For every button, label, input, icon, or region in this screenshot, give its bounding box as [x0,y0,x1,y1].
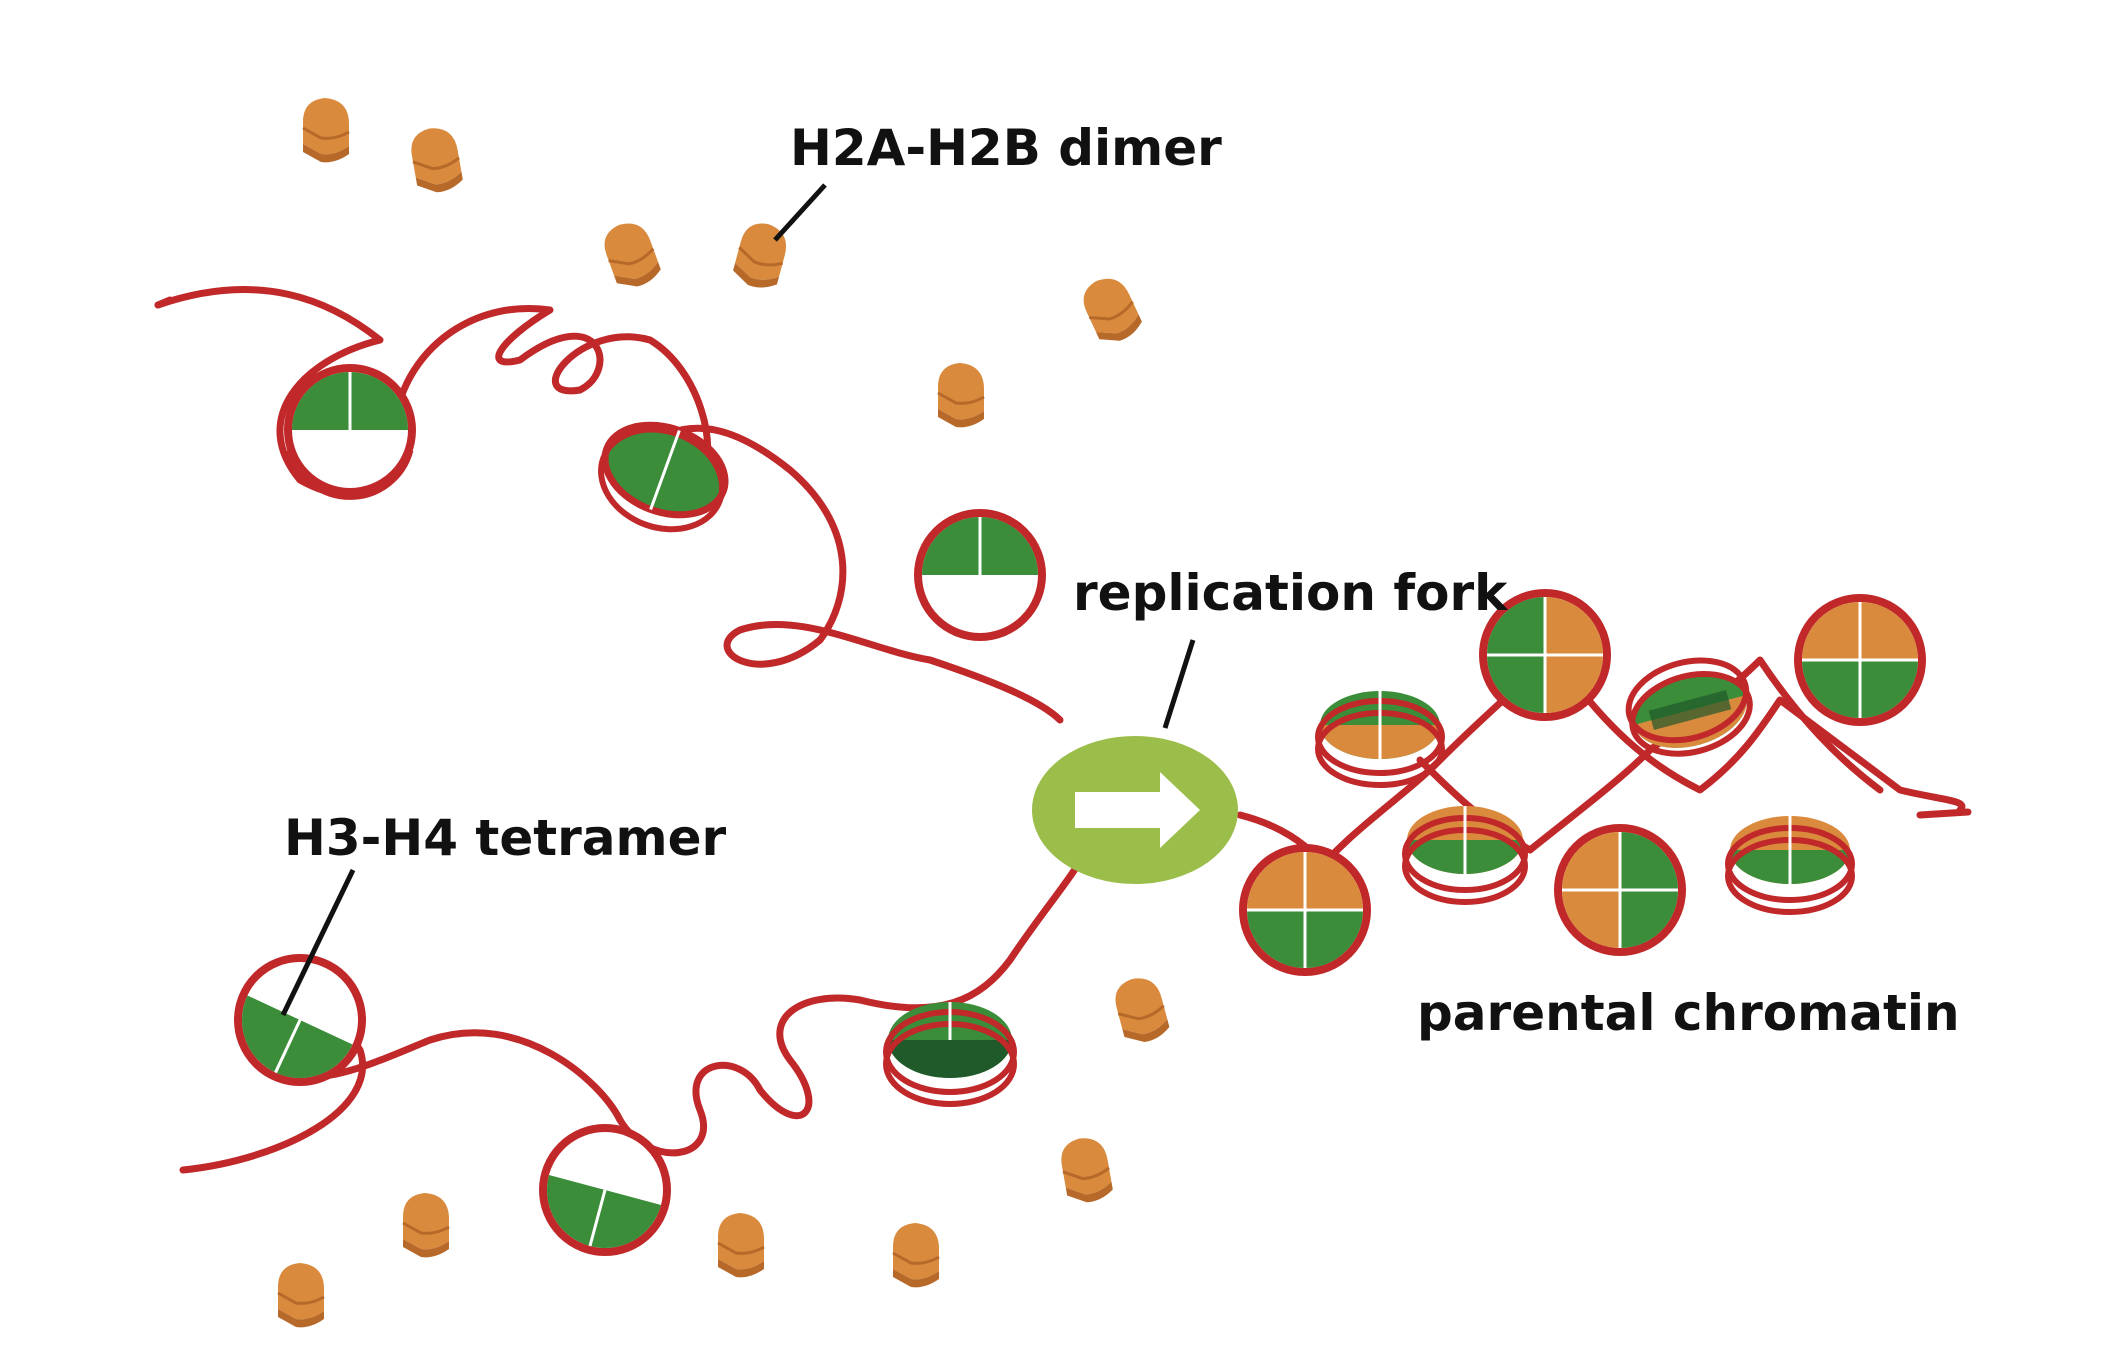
parental-nucleosome-7 [1725,816,1855,915]
dimer [936,361,986,429]
nucleosome-upper-1 [284,364,416,500]
tetramer-pointer [280,868,356,1017]
dimer-label: H2A-H2B dimer [790,119,1222,177]
parental-nucleosome-2 [1315,691,1445,788]
dimer [716,1211,766,1279]
parental-nucleosome-3 [1402,806,1528,905]
free-dimers [276,96,1174,1329]
tetramer-label: H3-H4 tetramer [284,809,727,867]
dimer [401,1191,451,1259]
parental-nucleosome-6 [1625,657,1753,757]
dimer [406,122,466,198]
upper-dna-strand [154,286,1064,724]
dimer [301,96,351,164]
dimer [1075,269,1147,351]
dimer [1056,1132,1116,1208]
dimer [891,1221,941,1289]
nucleosome-lower-2 [539,1124,671,1256]
fork-arrow-icon [1075,772,1200,848]
dimer [1108,971,1174,1049]
nucleosome-upper-3 [914,509,1046,641]
dimer [276,1261,326,1329]
nucleosome-upper-2 [598,421,729,533]
parental-chromatin-label: parental chromatin [1417,984,1960,1042]
fork-label: replication fork [1073,564,1509,622]
dimer-pointer [773,183,827,242]
parental-dna-end [1916,808,1972,819]
nucleosome-lower-3 [883,1002,1017,1107]
nucleosome-lower-1 [234,954,366,1086]
replication-fork [1032,736,1238,884]
parental-nucleosome-5 [1554,824,1686,956]
parental-nucleosome-8 [1794,594,1926,726]
upper-dna-end [154,296,174,309]
parental-nucleosome-1 [1239,844,1371,976]
fork-pointer [1162,639,1196,729]
dimer [596,215,666,295]
parental-nucleosome-4 [1479,589,1611,721]
